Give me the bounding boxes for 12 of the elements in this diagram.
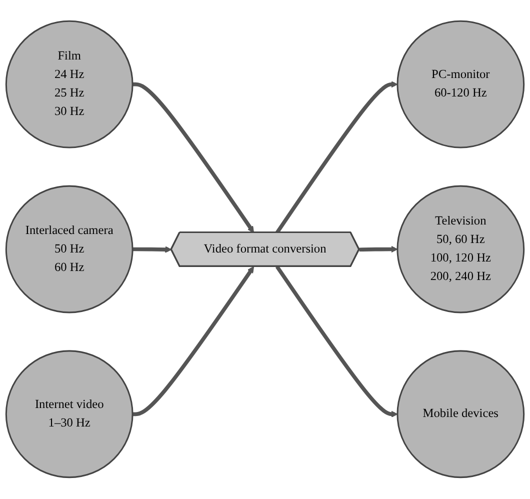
arrow [132,82,254,234]
node-circle: Internet video 1–30 Hz [5,350,134,478]
node-circle: Film 24 Hz 25 Hz 30 Hz [5,20,134,149]
node-circle: Interlaced camera 50 Hz 60 Hz [5,186,134,314]
node-circle: PC-monitor 60-120 Hz [396,20,525,149]
arrow [359,246,398,253]
arrow [275,81,398,234]
arrow [132,246,172,254]
arrow [275,266,398,418]
node-circle: Television 50, 60 Hz 100, 120 Hz 200, 240 Hz [396,186,525,314]
node-circle: Mobile devices [396,350,525,478]
arrow [132,266,254,416]
